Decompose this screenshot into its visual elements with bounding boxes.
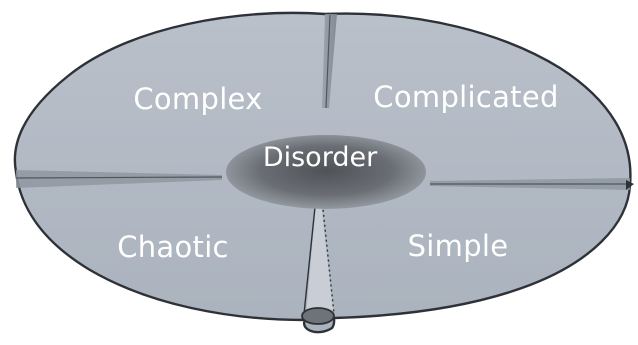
complex-label: Complex: [133, 82, 262, 116]
simple-label: Simple: [408, 229, 509, 263]
top-fold-line: [325, 14, 331, 109]
disorder-zone: [226, 135, 426, 209]
disorder-label: Disorder: [263, 142, 378, 173]
chaotic-label: Chaotic: [117, 230, 229, 264]
right-edge-notch: [626, 180, 634, 190]
bottom-fold: [306, 178, 334, 316]
left-fold: [16, 170, 222, 188]
bottom-curl: [301, 307, 335, 325]
complicated-label: Complicated: [373, 80, 558, 114]
left-fold-line: [15, 176, 223, 179]
top-fold: [322, 14, 337, 108]
